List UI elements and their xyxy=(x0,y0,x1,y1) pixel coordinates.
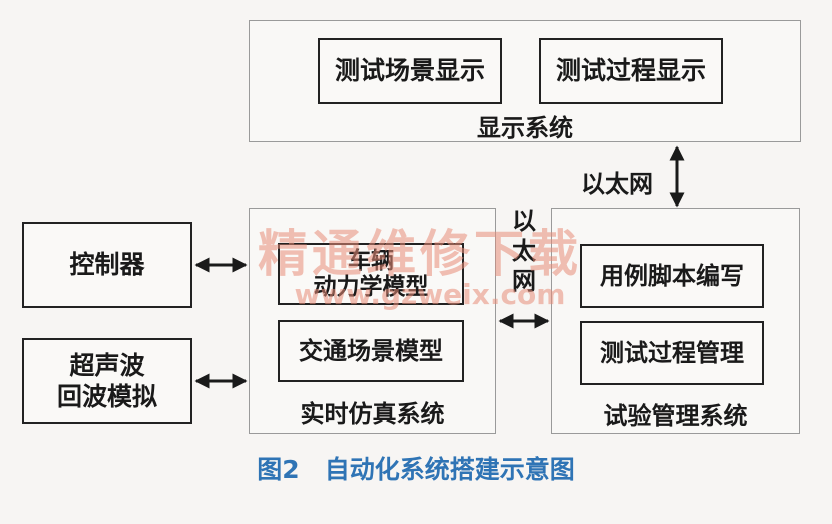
figure-caption: 图2 自动化系统搭建示意图 xyxy=(257,455,575,484)
vehicle-line-1: 车辆 xyxy=(348,246,394,274)
ultrasonic-line-2: 回波模拟 xyxy=(56,382,157,411)
display-system-label: 显示系统 xyxy=(477,113,573,142)
vehicle-dynamics-box: 车辆 动力学模型 xyxy=(278,243,464,305)
ultrasonic-line-1: 超声波 xyxy=(69,350,145,380)
controller-box: 控制器 xyxy=(22,222,192,308)
vehicle-line-2: 动力学模型 xyxy=(313,273,429,300)
process-display-box: 测试过程显示 xyxy=(539,38,723,104)
ethernet-char-2: 太 xyxy=(512,236,536,265)
test-mgmt-label: 试验管理系统 xyxy=(603,401,748,430)
case-script-box: 用例脚本编写 xyxy=(580,244,764,308)
ethernet-char-3: 网 xyxy=(512,266,536,295)
sim-system-label: 实时仿真系统 xyxy=(300,399,445,428)
scene-display-box: 测试场景显示 xyxy=(318,38,502,104)
ethernet-char-1: 以 xyxy=(512,206,536,235)
process-mgmt-box: 测试过程管理 xyxy=(580,321,764,385)
ethernet-label-mid: 以 太 网 xyxy=(502,206,546,296)
ethernet-label-top: 以太网 xyxy=(581,169,653,198)
traffic-scene-box: 交通场景模型 xyxy=(278,320,464,382)
ultrasonic-echo-box: 超声波 回波模拟 xyxy=(22,338,192,424)
